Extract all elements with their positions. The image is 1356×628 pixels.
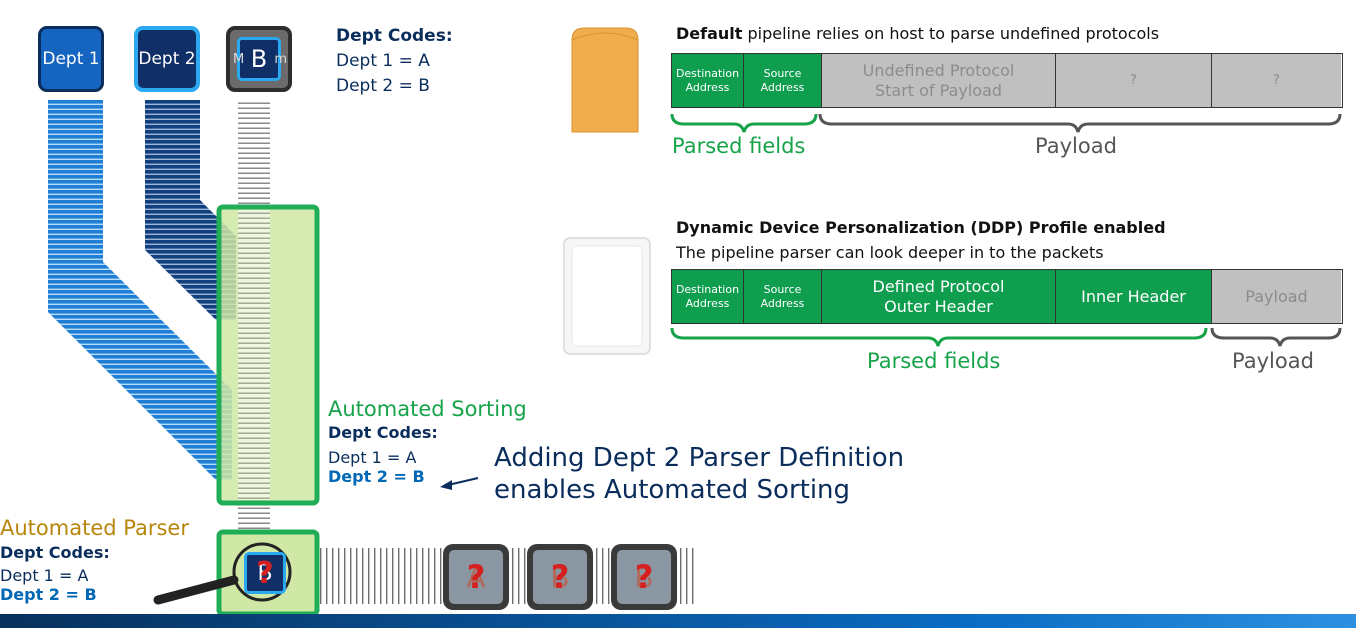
dept2-box: Dept 2 (134, 26, 200, 92)
mystery-right-letter: m (274, 52, 287, 67)
callout-line: Adding Dept 2 Parser Definition (494, 443, 905, 473)
clear-sleeve-icon (563, 237, 651, 355)
packet-cell: Destination Address (672, 270, 744, 323)
dept1-label: Dept 1 (42, 49, 100, 69)
parser-codes-title: Dept Codes: (0, 543, 110, 562)
packet-cell: Undefined Protocol Start of Payload (822, 54, 1056, 107)
queued-package: B? (611, 544, 677, 610)
packet-cell: ? (1212, 54, 1341, 107)
brace-icon (670, 113, 1342, 133)
default-pipeline-title: Default pipeline relies on host to parse… (676, 24, 1159, 43)
parser-package: B ? (244, 552, 286, 594)
parser-code-line: Dept 1 = A (0, 566, 89, 585)
sorting-codes-title: Dept Codes: (328, 423, 438, 442)
queued-package-letter: B (634, 560, 654, 594)
payload-label: Payload (1232, 349, 1314, 373)
dept-codes-top: Dept Codes: Dept 1 = A Dept 2 = B (336, 24, 453, 99)
packet-cell: Source Address (744, 54, 822, 107)
dept-codes-title: Dept Codes: (336, 26, 453, 46)
queued-package-letter: B (550, 560, 570, 594)
parser-package-letter: B (257, 560, 273, 586)
packet-cell: Defined Protocol Outer Header (822, 270, 1056, 323)
queued-package: B? (527, 544, 593, 610)
default-title-bold: Default (676, 24, 743, 43)
parsed-fields-label: Parsed fields (867, 349, 1001, 373)
packet-cell: Destination Address (672, 54, 744, 107)
payload-label: Payload (1035, 134, 1117, 158)
brace-icon (670, 327, 1342, 347)
automated-sorting-heading: Automated Sorting (328, 397, 527, 421)
envelope-icon (571, 27, 639, 133)
packet-cell: Payload (1212, 270, 1341, 323)
dept1-chute (48, 100, 232, 480)
packet-cell: ? (1056, 54, 1212, 107)
ddp-packet-table: Destination Address Source Address Defin… (671, 269, 1343, 324)
default-packet-table: Destination Address Source Address Undef… (671, 53, 1343, 108)
mystery-dept-box: M B m (226, 26, 292, 92)
parsed-fields-label: Parsed fields (672, 134, 806, 158)
ddp-pipeline-subtitle: The pipeline parser can look deeper in t… (676, 243, 1104, 262)
dept2-label: Dept 2 (138, 49, 196, 69)
question-mark-icon: ? (256, 555, 274, 591)
callout-line: enables Automated Sorting (494, 475, 851, 505)
dept2-chute (145, 100, 236, 320)
packet-cell: Source Address (744, 270, 822, 323)
automated-parser-block: Automated Parser Dept Codes: Dept 1 = A … (0, 516, 189, 604)
mystery-left-letter: M (233, 52, 245, 67)
sorting-code-line-highlight: Dept 2 = B (328, 467, 425, 486)
parser-code-line-highlight: Dept 2 = B (0, 585, 97, 604)
question-mark-icon: ? (466, 558, 486, 596)
callout-text: Adding Dept 2 Parser Definition enables … (494, 442, 904, 506)
dept-code-line: Dept 1 = A (336, 51, 430, 71)
automated-parser-heading: Automated Parser (0, 516, 189, 540)
ddp-pipeline-title: Dynamic Device Personalization (DDP) Pro… (676, 218, 1166, 237)
default-title-rest: pipeline relies on host to parse undefin… (742, 24, 1160, 43)
mystery-letter-badge: B (237, 37, 281, 81)
queued-package-letter: A (466, 560, 486, 594)
automated-sorting-block: Automated Sorting Dept Codes: Dept 1 = A… (328, 397, 527, 486)
dept1-box: Dept 1 (38, 26, 104, 92)
queued-package: A? (443, 544, 509, 610)
footer-bar (0, 614, 1356, 628)
question-mark-icon: ? (550, 558, 570, 596)
packet-cell: Inner Header (1056, 270, 1212, 323)
question-mark-icon: ? (634, 558, 654, 596)
sorting-code-line: Dept 1 = A (328, 448, 417, 467)
dept-code-line: Dept 2 = B (336, 76, 430, 96)
